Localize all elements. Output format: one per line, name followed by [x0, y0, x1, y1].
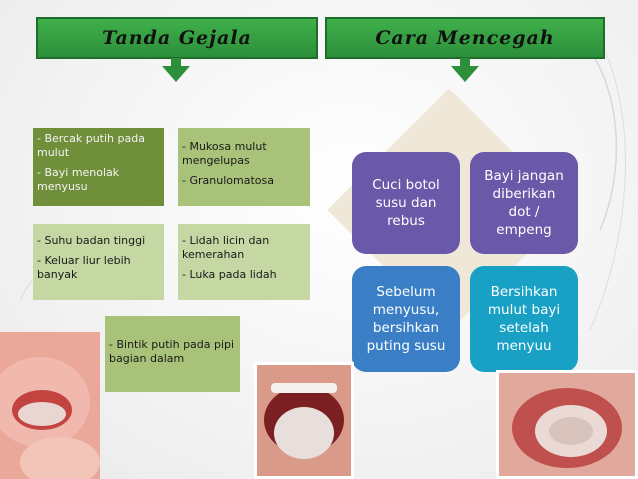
symptom-3-line-2: - Keluar liur lebih banyak	[37, 254, 131, 281]
header-tanda-gejala: Tanda Gejala	[36, 17, 318, 59]
symptom-2-line-2: - Granulomatosa	[182, 174, 274, 187]
mouth-closeup-photo-right	[496, 370, 638, 479]
prevention-bottom-left-label: Sebelum menyusu, bersihkan puting susu	[366, 284, 446, 354]
prevention-top-right-label: Bayi jangan diberikan dot / empeng	[484, 168, 564, 238]
prevention-top-right: Bayi jangan diberikan dot / empeng	[470, 152, 578, 254]
header-right-label: Cara Mencegah	[375, 27, 555, 49]
arrow-stem-right	[460, 58, 470, 68]
symptom-1-line-1: - Bercak putih pada mulut	[37, 132, 145, 159]
tongue-illustration-icon	[257, 365, 351, 476]
mouth-closeup-illustration-icon	[499, 373, 635, 476]
symptom-box-2: - Mukosa mulut mengelupas - Granulomatos…	[178, 128, 310, 206]
header-cara-mencegah: Cara Mencegah	[325, 17, 605, 59]
symptom-3-line-1: - Suhu badan tinggi	[37, 234, 146, 247]
prevention-bottom-right-label: Bersihkan mulut bayi setelah menyuu	[487, 284, 561, 354]
baby-mouth-photo-left	[0, 332, 100, 479]
tongue-photo-center	[254, 362, 354, 479]
symptom-2-line-1: - Mukosa mulut mengelupas	[182, 140, 267, 167]
symptom-box-5: - Bintik putih pada pipi bagian dalam	[105, 316, 240, 392]
symptom-4-line-1: - Lidah licin dan kemerahan	[182, 234, 270, 261]
symptom-box-1: - Bercak putih pada mulut - Bayi menolak…	[33, 128, 164, 206]
prevention-top-left-label: Cuci botol susu dan rebus	[372, 177, 440, 229]
symptom-5-line-1: - Bintik putih pada pipi bagian dalam	[109, 338, 235, 365]
prevention-bottom-left: Sebelum menyusu, bersihkan puting susu	[352, 266, 460, 372]
arrow-down-left-icon	[162, 66, 190, 82]
symptom-box-3: - Suhu badan tinggi - Keluar liur lebih …	[33, 224, 164, 300]
baby-mouth-illustration-icon	[0, 332, 100, 479]
arrow-stem-left	[171, 58, 181, 68]
symptom-1-line-2: - Bayi menolak menyusu	[37, 166, 120, 193]
prevention-top-left: Cuci botol susu dan rebus	[352, 152, 460, 254]
arrow-down-right-icon	[451, 66, 479, 82]
header-left-label: Tanda Gejala	[102, 27, 252, 49]
symptom-box-4: - Lidah licin dan kemerahan - Luka pada …	[178, 224, 310, 300]
symptom-4-line-2: - Luka pada lidah	[182, 268, 277, 281]
prevention-bottom-right: Bersihkan mulut bayi setelah menyuu	[470, 266, 578, 372]
